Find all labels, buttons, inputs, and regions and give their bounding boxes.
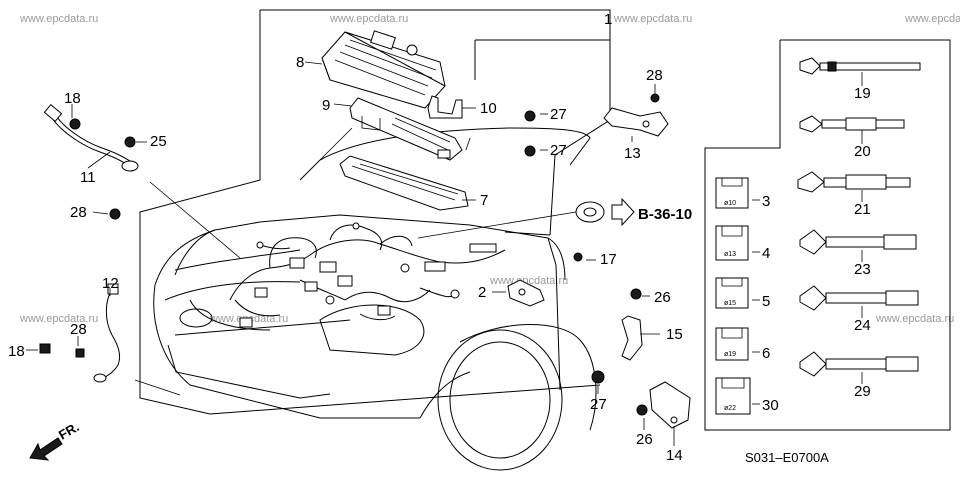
callout-28: 28 — [70, 204, 87, 221]
relay-box — [339, 155, 469, 211]
callout-18: 18 — [8, 343, 25, 360]
leader-lines — [26, 61, 863, 446]
callout-7: 7 — [480, 192, 488, 209]
callout-6: 6 — [762, 345, 770, 362]
callout-1: 1 — [604, 11, 612, 28]
callout-15: 15 — [666, 326, 683, 343]
watermark-text: www.epcdata.ru — [329, 13, 408, 25]
fuse-box — [349, 97, 463, 161]
watermarks: www.epcdata.ru www.epcdata.ru www.epcdat… — [19, 13, 960, 325]
watermark-text: www.epcdata.ru — [19, 13, 98, 25]
clip-4: ø13 — [715, 225, 749, 261]
diagram-code: S031–E0700A — [745, 450, 829, 465]
reference-arrow: B-36-10 — [611, 197, 692, 227]
tie-21 — [797, 171, 911, 193]
callout-20: 20 — [854, 143, 871, 160]
ground-cable — [43, 103, 139, 172]
callout-9: 9 — [322, 97, 330, 114]
assembly-bracket — [139, 9, 611, 415]
clip-size-label: ø15 — [724, 300, 736, 307]
fuse-box-bracket — [427, 95, 463, 119]
tie-19 — [799, 57, 921, 75]
watermark-text: www.epcdata.ru — [904, 13, 960, 25]
tie-29 — [799, 351, 919, 377]
callout-17: 17 — [600, 251, 617, 268]
callout-2: 2 — [478, 284, 486, 301]
clip-bracket — [704, 39, 951, 431]
fasteners — [39, 93, 660, 416]
engine-wire-harness — [229, 222, 506, 328]
watermark-text: www.epcdata.ru — [19, 313, 98, 325]
callout-28: 28 — [646, 67, 663, 84]
callout-21: 21 — [854, 201, 871, 218]
callout-23: 23 — [854, 261, 871, 278]
car-body — [153, 127, 597, 471]
callout-29: 29 — [854, 383, 871, 400]
callout-28: 28 — [70, 321, 87, 338]
clip-size-label: ø13 — [724, 251, 736, 258]
bracket-lower — [649, 381, 691, 429]
harness-ties — [797, 57, 921, 377]
callout-27: 27 — [550, 106, 567, 123]
clip-30: ø22 — [715, 377, 751, 415]
stay-bracket — [621, 315, 643, 361]
tie-20 — [799, 115, 905, 133]
callout-13: 13 — [624, 145, 641, 162]
callout-27: 27 — [550, 142, 567, 159]
callout-26: 26 — [654, 289, 671, 306]
callout-14: 14 — [666, 447, 683, 464]
callout-11: 11 — [80, 169, 96, 186]
clip-3: ø10 — [715, 177, 749, 209]
front-direction-arrow: FR. — [29, 419, 82, 461]
callout-27: 27 — [590, 396, 607, 413]
sensor — [507, 279, 545, 307]
clip-size-label: ø10 — [724, 200, 736, 207]
front-label: FR. — [56, 419, 82, 442]
clip-size-label: ø19 — [724, 351, 736, 358]
callout-10: 10 — [480, 100, 497, 117]
callout-25: 25 — [150, 133, 167, 150]
callout-18: 18 — [64, 90, 81, 107]
callout-24: 24 — [854, 317, 871, 334]
watermark-text: www.epcdata.ru — [613, 13, 692, 25]
clip-size-label: ø22 — [724, 405, 736, 412]
grommet — [575, 201, 605, 223]
callout-8: 8 — [296, 54, 304, 71]
ground-cable-b — [93, 283, 121, 383]
clip-set: ø10 ø13 ø15 ø19 ø22 — [715, 177, 751, 415]
callout-30: 30 — [762, 397, 779, 414]
callout-5: 5 — [762, 293, 770, 310]
clip-6: ø19 — [715, 327, 749, 361]
tie-24 — [799, 285, 919, 311]
fuse-box-cover — [321, 30, 446, 109]
reference-label: B-36-10 — [638, 206, 692, 223]
watermark-text: www.epcdata.ru — [875, 313, 954, 325]
watermark-text: www.epcdata.ru — [489, 275, 568, 287]
callout-4: 4 — [762, 245, 770, 262]
callout-numbers: 1 2 3 4 5 6 7 8 9 10 11 12 13 14 15 17 1… — [8, 11, 871, 464]
harness-bracket — [603, 107, 669, 137]
callout-12: 12 — [102, 275, 119, 292]
tie-23 — [799, 229, 917, 255]
callout-26: 26 — [636, 431, 653, 448]
callout-19: 19 — [854, 85, 871, 102]
clip-5: ø15 — [715, 277, 749, 309]
callout-3: 3 — [762, 193, 770, 210]
